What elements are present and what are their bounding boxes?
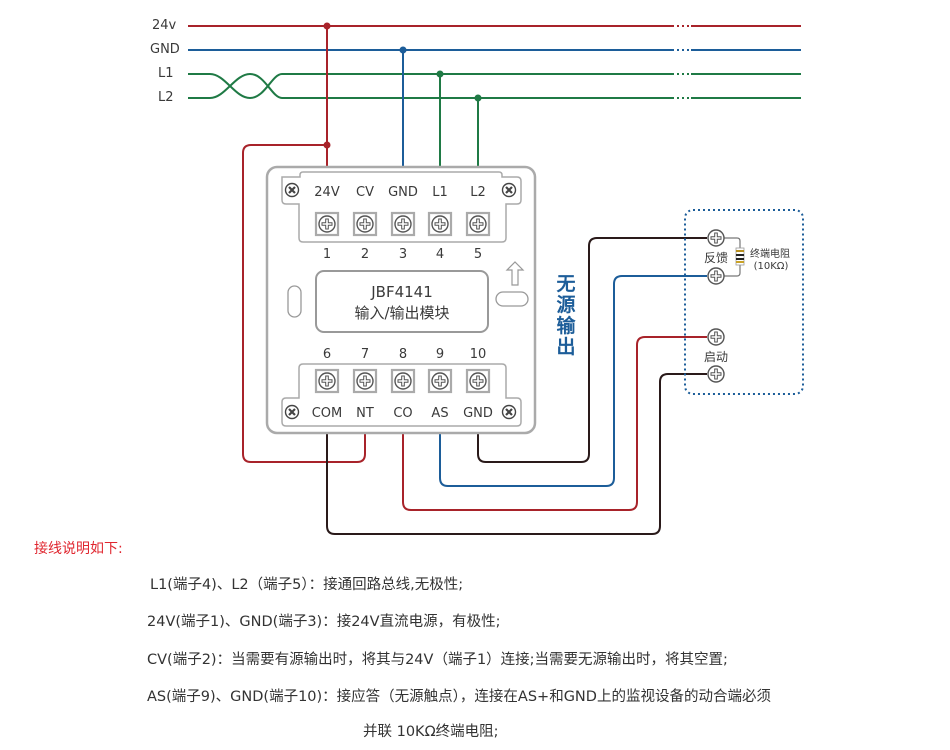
bus-label-gnd: GND (150, 42, 180, 57)
terminal-screw-icon (316, 213, 338, 235)
terminal-label-24v: 24V (314, 185, 340, 200)
output-mode-char-3: 输 (556, 314, 576, 337)
terminal-screw-icon (316, 370, 338, 392)
terminal-label-nt: NT (356, 406, 374, 421)
junction-24v-branch (324, 142, 331, 149)
note-item: 并联 10KΩ终端电阻; (363, 720, 499, 741)
mount-slot-right (496, 292, 528, 306)
mounting-screw-icon (503, 406, 516, 419)
terminal-number-3: 3 (399, 247, 407, 262)
terminal-label-as: AS (431, 406, 448, 421)
junction-gnd (400, 47, 407, 54)
terminal-screw-icon (429, 370, 451, 392)
terminal-screw-icon (429, 213, 451, 235)
resistor-value: (10KΩ) (754, 261, 789, 272)
device-terminal-screw-icon (708, 329, 724, 345)
terminal-number-4: 4 (436, 247, 444, 262)
terminal-label-l1: L1 (432, 185, 448, 200)
junction-24v (324, 23, 331, 30)
device-terminal-screw-icon (708, 366, 724, 382)
terminal-number-8: 8 (399, 347, 407, 362)
bus-label-24v: 24v (152, 18, 177, 33)
note-item: L1(端子4)、L2（端子5）：接通回路总线,无极性; (150, 573, 463, 594)
output-mode-char-4: 出 (556, 335, 575, 358)
resistor-label: 终端电阻 (750, 247, 790, 260)
terminal-screw-icon (354, 370, 376, 392)
terminal-screw-icon (392, 213, 414, 235)
device-terminal-screw-icon (708, 268, 724, 284)
mount-slot-left (288, 286, 301, 317)
mounting-screw-icon (286, 406, 299, 419)
terminal-screw-icon (354, 213, 376, 235)
terminal-number-5: 5 (474, 247, 482, 262)
terminal-resistor-icon (736, 248, 744, 265)
terminal-number-2: 2 (361, 247, 369, 262)
bus-l2-line (188, 74, 801, 98)
terminal-label-l2: L2 (470, 185, 486, 200)
start-label: 启动 (704, 350, 728, 364)
terminal-number-10: 10 (470, 347, 487, 362)
output-mode-char-1: 无 (556, 273, 575, 295)
bus-label-l1: L1 (158, 66, 174, 81)
note-item: AS(端子9)、GND(端子10)：接应答（无源触点），连接在AS+和GND上的… (147, 685, 771, 706)
terminal-number-7: 7 (361, 347, 369, 362)
mounting-screw-icon (503, 184, 516, 197)
note-item: 24V(端子1)、GND(端子3)：接24V直流电源，有极性; (147, 610, 500, 631)
terminal-number-1: 1 (323, 247, 331, 262)
module-model: JBF4141 (370, 283, 433, 301)
terminal-label-gnd: GND (388, 185, 418, 200)
bus-label-l2: L2 (158, 90, 174, 105)
terminal-number-9: 9 (436, 347, 444, 362)
terminal-screw-icon (467, 370, 489, 392)
junction-l1 (437, 71, 444, 78)
note-item: CV(端子2)：当需要有源输出时，将其与24V（端子1）连接;当需要无源输出时，… (147, 648, 728, 669)
feedback-label: 反馈 (704, 251, 728, 265)
output-mode-char-2: 源 (556, 293, 575, 316)
mounting-screw-icon (286, 184, 299, 197)
device-terminal-screw-icon (708, 230, 724, 246)
notes-title: 接线说明如下: (34, 538, 123, 558)
terminal-number-6: 6 (323, 347, 331, 362)
terminal-label-cv: CV (356, 185, 374, 200)
terminal-screw-icon (467, 213, 489, 235)
terminal-label-co: CO (393, 406, 412, 421)
module-name: 输入/输出模块 (354, 304, 449, 322)
terminal-screw-icon (392, 370, 414, 392)
bus-l1-line (188, 74, 801, 98)
terminal-label-gnd10: GND (463, 406, 493, 421)
terminal-label-com: COM (312, 406, 343, 421)
junction-l2 (475, 95, 482, 102)
